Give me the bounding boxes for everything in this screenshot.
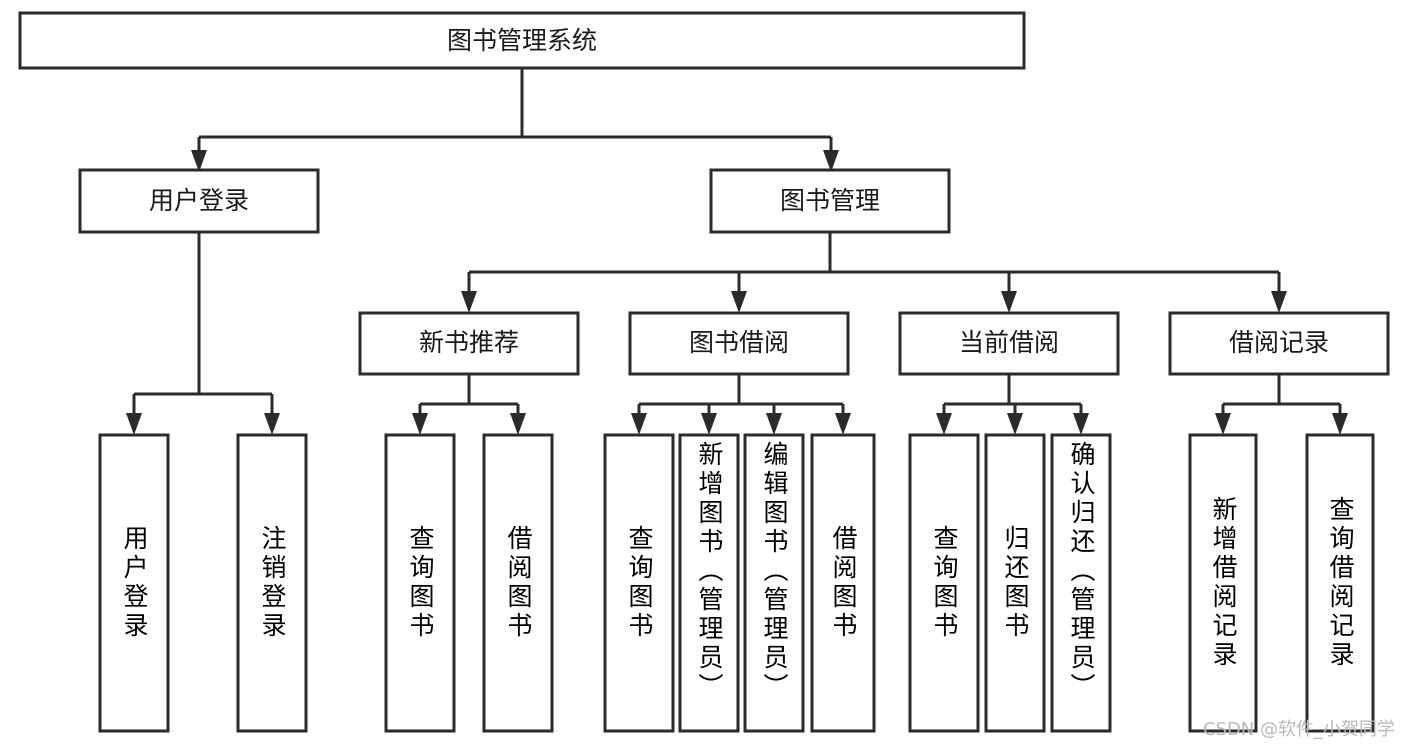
csdn-watermark: CSDN @软件_小贺同学 xyxy=(1202,719,1395,740)
node-leaf-confirm-return-box[interactable] xyxy=(1050,433,1112,733)
node-leaf-query-book-3-box[interactable] xyxy=(908,433,980,733)
node-root-label: 图书管理系统 xyxy=(447,26,597,55)
node-book-manage[interactable]: 图书管理 xyxy=(709,168,951,234)
node-leaf-borrow-book-2-label: 借阅图书 xyxy=(829,525,858,641)
node-leaf-user-login-label: 用户登录 xyxy=(120,525,149,641)
node-book-manage-label: 图书管理 xyxy=(780,186,880,215)
node-borrow-record[interactable]: 借阅记录 xyxy=(1168,311,1390,376)
node-borrow-record-label: 借阅记录 xyxy=(1229,328,1329,357)
node-new-book-rec-box[interactable] xyxy=(358,311,580,376)
edge-bookborrow-bus xyxy=(637,374,845,422)
edge-root-bus xyxy=(197,68,833,160)
node-leaf-borrow-book-2-box[interactable] xyxy=(810,433,876,733)
arrow-to-leaf-query-book-2 xyxy=(631,413,647,435)
arrow-to-borrow-record xyxy=(1271,291,1287,313)
node-user-login[interactable]: 用户登录 xyxy=(78,168,320,234)
node-leaf-return-book-label: 归还图书 xyxy=(1001,525,1030,641)
arrow-to-leaf-confirm-return xyxy=(1073,413,1089,435)
node-leaf-edit-book-label: 编辑图书（管理员） xyxy=(760,441,789,702)
arrow-to-leaf-query-book-3 xyxy=(936,413,952,435)
arrow-to-new-book-rec xyxy=(461,291,477,313)
node-book-borrow[interactable]: 图书借阅 xyxy=(628,311,850,376)
node-leaf-add-book-box[interactable] xyxy=(678,433,740,733)
node-leaf-query-book-2-label: 查询图书 xyxy=(625,525,654,641)
node-book-borrow-box[interactable] xyxy=(628,311,850,376)
node-book-manage-box[interactable] xyxy=(709,168,951,234)
arrow-root-to-user-login xyxy=(191,150,207,172)
node-leaf-borrow-book-1-label: 借阅图书 xyxy=(504,525,533,641)
arrow-to-leaf-user-logout xyxy=(264,413,280,435)
node-user-login-label: 用户登录 xyxy=(149,186,249,215)
node-leaf-confirm-return-label: 确认归还（管理员） xyxy=(1067,441,1096,702)
arrow-to-leaf-borrow-book-2 xyxy=(835,413,851,435)
node-leaf-query-book-1-box[interactable] xyxy=(384,433,456,733)
leaf-box-layer xyxy=(98,433,1375,733)
node-leaf-user-logout-box[interactable] xyxy=(236,433,308,733)
node-leaf-add-book-label: 新增图书（管理员） xyxy=(695,441,724,702)
node-new-book-rec-label: 新书推荐 xyxy=(419,328,519,357)
arrow-to-current-borrow xyxy=(1001,291,1017,313)
edge-newbookrec-bus xyxy=(418,374,520,422)
arrow-to-leaf-user-login xyxy=(126,413,142,435)
node-current-borrow[interactable]: 当前借阅 xyxy=(898,311,1120,376)
node-current-borrow-label: 当前借阅 xyxy=(959,328,1059,357)
arrow-to-leaf-add-record xyxy=(1215,413,1231,435)
node-current-borrow-box[interactable] xyxy=(898,311,1120,376)
arrow-to-book-borrow xyxy=(731,291,747,313)
arrow-to-leaf-edit-book xyxy=(766,413,782,435)
node-new-book-rec[interactable]: 新书推荐 xyxy=(358,311,580,376)
node-leaf-query-record-label: 查询借阅记录 xyxy=(1326,496,1355,670)
node-user-login-box[interactable] xyxy=(78,168,320,234)
node-leaf-query-book-3-label: 查询图书 xyxy=(930,525,959,641)
node-leaf-query-book-1-label: 查询图书 xyxy=(406,525,435,641)
arrow-to-leaf-add-book xyxy=(701,413,717,435)
arrow-to-leaf-borrow-book-1 xyxy=(510,413,526,435)
edge-borrowrecord-bus xyxy=(1221,374,1342,422)
arrow-to-leaf-return-book xyxy=(1007,413,1023,435)
node-leaf-query-book-2-box[interactable] xyxy=(603,433,675,733)
node-borrow-record-box[interactable] xyxy=(1168,311,1390,376)
node-leaf-borrow-book-1-box[interactable] xyxy=(482,433,554,733)
node-root[interactable]: 图书管理系统 xyxy=(18,11,1026,70)
node-leaf-edit-book-box[interactable] xyxy=(743,433,805,733)
edge-userlogin-bus xyxy=(132,232,274,422)
connector-layer xyxy=(126,68,1348,435)
edge-bookmanage-bus xyxy=(467,232,1281,300)
node-leaf-return-book-box[interactable] xyxy=(984,433,1046,733)
node-book-borrow-label: 图书借阅 xyxy=(689,328,789,357)
node-root-box[interactable] xyxy=(18,11,1026,70)
arrow-root-to-book-manage xyxy=(823,150,839,172)
node-leaf-add-record-box[interactable] xyxy=(1188,433,1258,733)
node-leaf-add-record-label: 新增借阅记录 xyxy=(1209,496,1238,670)
node-leaf-query-record-box[interactable] xyxy=(1305,433,1375,733)
node-leaf-user-logout-label: 注销登录 xyxy=(258,525,287,641)
arrow-to-leaf-query-book-1 xyxy=(412,413,428,435)
node-leaf-user-login-box[interactable] xyxy=(98,433,170,733)
arrow-to-leaf-query-record xyxy=(1332,413,1348,435)
